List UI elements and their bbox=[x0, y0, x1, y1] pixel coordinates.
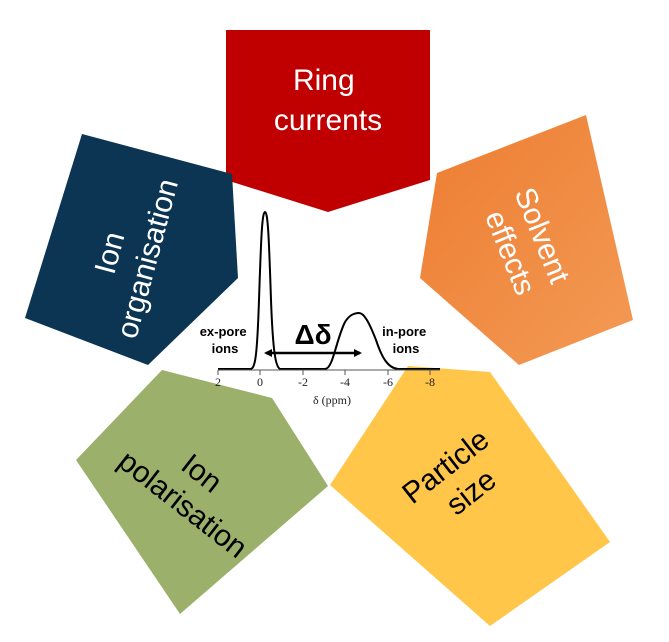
tick-label: 0 bbox=[257, 375, 263, 389]
in-pore-label: in-pore ions bbox=[382, 324, 430, 356]
ring-label-line2: currents bbox=[274, 104, 382, 137]
tick-label: -2 bbox=[298, 375, 308, 389]
ion-organisation-pentagon: Ion organisation bbox=[25, 134, 238, 365]
solvent-effects-pentagon: Solvent effects bbox=[420, 115, 633, 365]
ex-pore-label: ex-pore ions bbox=[200, 324, 251, 356]
spectrum-curve bbox=[218, 210, 440, 370]
ring-currents-pentagon: Ring currents bbox=[226, 30, 430, 212]
tick-label: 2 bbox=[215, 375, 221, 389]
ion-polarisation-pentagon: Ion polarisation bbox=[76, 370, 328, 614]
tick-label: -4 bbox=[340, 375, 350, 389]
svg-text:Ring currents: Ring currents bbox=[274, 64, 382, 137]
delta-delta-label: Δδ bbox=[294, 319, 331, 350]
ring-label-line1: Ring bbox=[293, 64, 355, 97]
tick-label: -8 bbox=[425, 375, 435, 389]
nmr-spectrum: 2 0 -2 -4 -6 -8 δ (ppm) ex-pore ions in-… bbox=[200, 210, 440, 407]
spectrum-x-label: δ (ppm) bbox=[313, 393, 351, 407]
spectrum-ticks bbox=[217, 370, 431, 375]
tick-label: -6 bbox=[383, 375, 393, 389]
particle-size-pentagon: Particle size bbox=[330, 366, 610, 626]
